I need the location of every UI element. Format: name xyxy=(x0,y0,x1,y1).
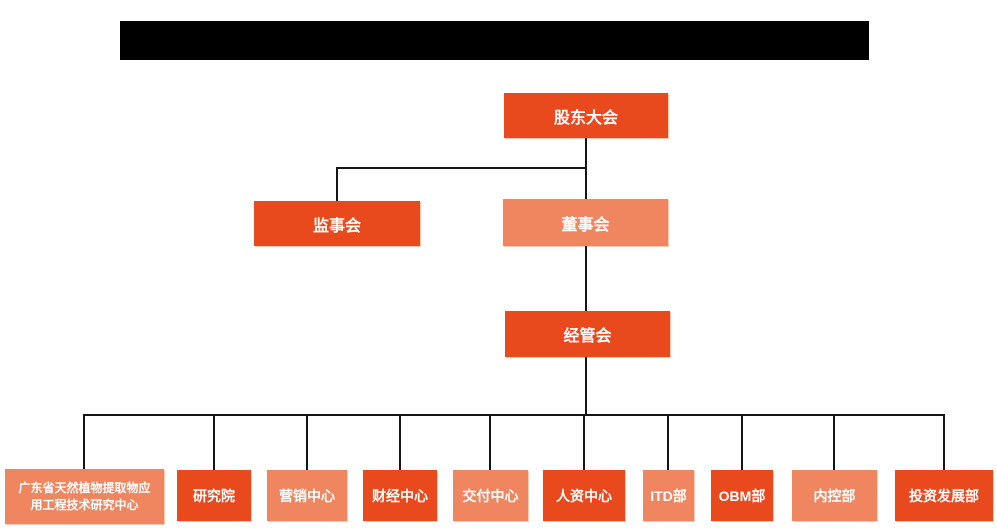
org-node-board-of-directors: 董事会 xyxy=(503,199,668,246)
connector-drop-hr-center xyxy=(583,414,585,470)
org-node-investment-development-dept: 投资发展部 xyxy=(895,470,993,521)
connector-vertical-shareholders-board xyxy=(585,138,587,200)
org-node-itd-dept: ITD部 xyxy=(643,470,694,521)
connector-drop-marketing-center xyxy=(306,414,308,470)
connector-drop-research-institute xyxy=(213,414,215,470)
connector-drop-finance-center xyxy=(399,414,401,470)
connector-horizontal-departments xyxy=(84,414,945,416)
org-node-delivery-center: 交付中心 xyxy=(453,470,528,521)
connector-drop-delivery-center xyxy=(489,414,491,470)
org-node-marketing-center: 营销中心 xyxy=(267,470,347,521)
org-node-supervisory-board: 监事会 xyxy=(254,201,420,246)
connector-vertical-management-bus xyxy=(585,357,587,415)
connector-drop-obm-dept xyxy=(741,414,743,470)
org-node-internal-control-dept: 内控部 xyxy=(792,470,877,521)
connector-drop-investment-dept xyxy=(943,414,945,470)
connector-drop-internal-control-dept xyxy=(833,414,835,470)
connector-drop-itd-dept xyxy=(667,414,669,470)
connector-horizontal-supervisory xyxy=(336,167,587,169)
connector-vertical-supervisory xyxy=(336,167,338,201)
org-node-finance-center: 财经中心 xyxy=(363,470,437,521)
org-node-guangdong-plant-extract-research-center: 广东省天然植物提取物应 用工程技术研究中心 xyxy=(5,469,164,524)
org-node-research-institute: 研究院 xyxy=(177,470,251,521)
org-node-management-committee: 经管会 xyxy=(505,311,670,357)
connector-vertical-board-management xyxy=(585,246,587,311)
org-node-obm-dept: OBM部 xyxy=(711,470,773,521)
org-node-hr-center: 人资中心 xyxy=(543,470,625,521)
redacted-title-bar xyxy=(120,21,869,60)
org-node-shareholders-meeting: 股东大会 xyxy=(504,93,668,138)
connector-drop-research-center xyxy=(83,414,85,469)
